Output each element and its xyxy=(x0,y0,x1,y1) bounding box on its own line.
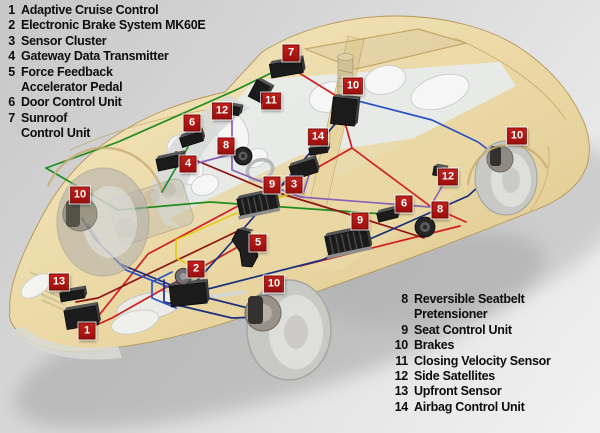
legend-label: Gateway Data Transmitter xyxy=(21,49,169,64)
rear-right-wheel xyxy=(474,140,538,216)
legend-item-14: 14 Airbag Control Unit xyxy=(387,400,551,415)
component-upfront-sensor xyxy=(59,285,88,303)
legend-number: 2 xyxy=(8,18,15,33)
rear-right-brake-caliper xyxy=(490,146,501,166)
legend-label: Electronic Brake System MK60E xyxy=(21,18,206,33)
legend-label: Sensor Cluster xyxy=(21,33,107,48)
marker-12: 12 xyxy=(211,102,233,120)
legend-item-6: 6 Door Control Unit xyxy=(3,95,206,110)
legend-item-8: 8 Reversible Seatbelt Pretensioner xyxy=(387,292,551,323)
component-seatbelt-pretensioner-left xyxy=(233,146,253,166)
legend-label: Sunroof Control Unit xyxy=(21,110,91,141)
legend-number: 4 xyxy=(8,49,15,64)
component-electronic-brake-system xyxy=(168,267,210,308)
legend-item-4: 4 Gateway Data Transmitter xyxy=(3,49,206,64)
legend-number: 1 xyxy=(8,3,15,17)
marker-5: 5 xyxy=(249,234,267,252)
steering-wheel xyxy=(245,157,275,183)
wire-green xyxy=(45,62,293,169)
marker-14: 14 xyxy=(307,128,329,146)
headlight-right xyxy=(111,309,159,335)
legend-item-7: 7 Sunroof Control Unit xyxy=(3,111,206,142)
legend-item-1: 1 Adaptive Cruise Control xyxy=(3,3,206,18)
legend-label: Upfront Sensor xyxy=(414,384,502,399)
wire-purple xyxy=(193,153,233,165)
legend-item-9: 9 Seat Control Unit xyxy=(387,323,551,338)
front-bumper xyxy=(14,326,122,360)
legend-label: Side Satellites xyxy=(414,369,496,384)
legend-number: 7 xyxy=(8,110,15,125)
legend-label: Reversible Seatbelt Pretensioner xyxy=(414,292,525,322)
components-layer xyxy=(59,55,449,331)
marker-11: 11 xyxy=(261,92,281,110)
marker-12: 12 xyxy=(437,168,459,186)
marker-3: 3 xyxy=(285,176,303,194)
body-creases xyxy=(69,37,567,213)
marker-2: 2 xyxy=(187,260,205,278)
legend-number: 5 xyxy=(8,64,15,79)
dashboard xyxy=(150,95,250,198)
legend-item-10: 10 Brakes xyxy=(387,338,551,353)
marker-10: 10 xyxy=(506,127,528,145)
marker-10: 10 xyxy=(263,275,285,293)
legend-label: Airbag Control Unit xyxy=(414,399,525,414)
marker-10: 10 xyxy=(69,186,91,204)
legend-number: 9 xyxy=(401,322,408,337)
legend-label: Brakes xyxy=(414,338,455,353)
marker-8: 8 xyxy=(217,137,235,155)
legend-number: 12 xyxy=(394,369,409,384)
legend-label: Force Feedback Accelerator Pedal xyxy=(21,64,123,95)
legend-number: 13 xyxy=(394,384,409,399)
front-left-wheel xyxy=(56,167,150,277)
marker-13: 13 xyxy=(48,273,70,291)
marker-10: 10 xyxy=(342,77,364,95)
marker-9: 9 xyxy=(263,176,281,194)
legend-label: Adaptive Cruise Control xyxy=(21,3,159,17)
component-sunroof-control-unit xyxy=(268,55,306,79)
marker-6: 6 xyxy=(395,195,413,213)
component-gateway-data-transmitter xyxy=(155,150,187,172)
front-wheel-arch xyxy=(46,146,164,191)
legend-number: 10 xyxy=(394,338,409,353)
wire-dark_red xyxy=(75,229,241,303)
marker-1: 1 xyxy=(78,322,96,340)
component-sensor-cluster xyxy=(288,154,320,181)
legend-item-13: 13 Upfront Sensor xyxy=(387,384,551,399)
legend-label: Closing Velocity Sensor xyxy=(414,353,551,368)
marker-9: 9 xyxy=(351,212,369,230)
legend-item-2: 2 Electronic Brake System MK60E xyxy=(3,18,206,33)
legend-number: 8 xyxy=(401,292,408,306)
component-seat-control-unit-right xyxy=(324,224,373,259)
wire-dark_red xyxy=(175,151,425,239)
legend-number: 6 xyxy=(8,95,15,110)
rear-wheel-arch xyxy=(466,143,549,186)
component-rear-strut-brake xyxy=(330,94,361,127)
wire-navy xyxy=(195,113,345,283)
legend-number: 11 xyxy=(395,353,408,368)
legend-number: 14 xyxy=(394,399,409,414)
legend-left: 1 Adaptive Cruise Control 2 Electronic Brak… xyxy=(3,3,206,142)
legend-item-12: 12 Side Satellites xyxy=(387,369,551,384)
marker-7: 7 xyxy=(282,44,300,62)
legend-number: 3 xyxy=(8,33,15,48)
legend-item-3: 3 Sensor Cluster xyxy=(3,34,206,49)
component-seatbelt-pretensioner-right xyxy=(414,216,436,238)
legend-item-5: 5 Force Feedback Accelerator Pedal xyxy=(3,65,206,96)
legend-label: Seat Control Unit xyxy=(414,322,512,337)
component-door-control-unit-right xyxy=(376,205,401,223)
marker-4: 4 xyxy=(179,155,197,173)
front-left-brake-caliper xyxy=(66,200,80,227)
legend-item-11: 11 Closing Velocity Sensor xyxy=(387,354,551,369)
rear-left-brake-caliper xyxy=(248,296,263,324)
wire-blue xyxy=(151,271,177,309)
marker-8: 8 xyxy=(431,201,449,219)
legend-right: 8 Reversible Seatbelt Pretensioner 9 Seat C… xyxy=(387,292,551,415)
marker-6: 6 xyxy=(183,114,201,132)
rear-left-wheel xyxy=(244,279,332,381)
legend-label: Door Control Unit xyxy=(21,95,122,110)
